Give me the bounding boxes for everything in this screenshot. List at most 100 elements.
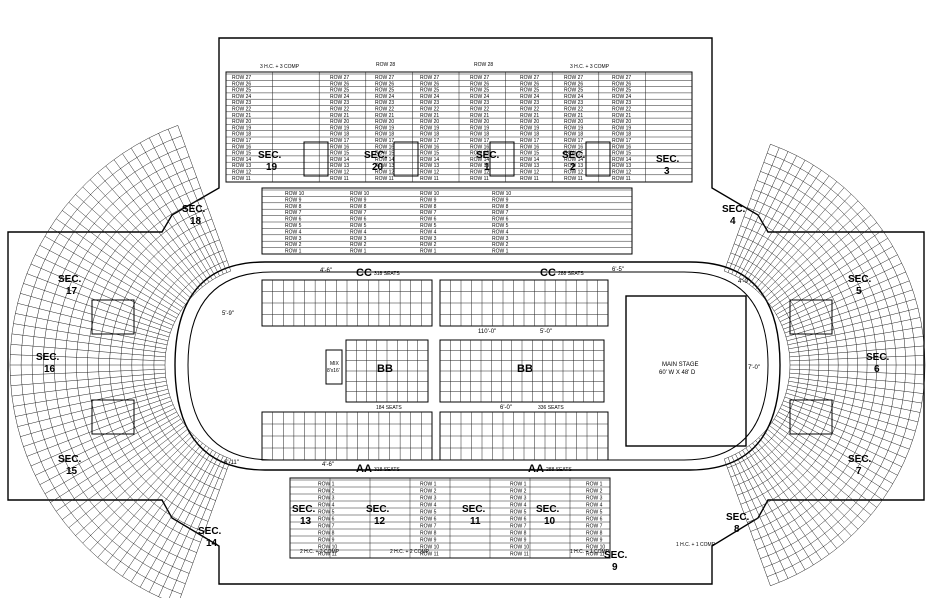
row-label: ROW 7 (420, 524, 437, 530)
row-label: ROW 2 (586, 489, 603, 495)
section-16[interactable]: SEC.16 (36, 352, 60, 375)
row-label: ROW 16 (564, 144, 583, 150)
row-label: ROW 10 (586, 545, 605, 551)
row-label: ROW 8 (350, 204, 367, 210)
row-label: ROW 22 (520, 107, 539, 113)
section-9[interactable]: SEC.9 (604, 550, 628, 573)
row-label: ROW 4 (285, 229, 302, 235)
section-14[interactable]: SEC.14 (198, 526, 222, 549)
row-label: ROW 13 (232, 163, 251, 169)
row-label: ROW 5 (510, 510, 527, 516)
row-label: ROW 12 (564, 170, 583, 176)
section-8[interactable]: SEC.8 (726, 512, 750, 535)
dim-6-0: 6'-0" (500, 405, 512, 411)
section-prefix: SEC. (58, 454, 82, 465)
row-label: ROW 1 (318, 482, 335, 488)
section-prefix: SEC. (722, 204, 746, 215)
floor-block-aa-right[interactable] (439, 411, 609, 461)
row-label: ROW 12 (612, 170, 631, 176)
section-7[interactable]: SEC.7 (848, 454, 872, 477)
row-label: ROW 11 (420, 552, 439, 558)
hc-note-left: 3 H.C. + 3 COMP (260, 64, 300, 70)
row-label: ROW 9 (285, 197, 302, 203)
row-label: ROW 9 (420, 538, 437, 544)
floor-block-cc-left[interactable] (261, 279, 433, 327)
section-number: 15 (66, 466, 78, 477)
row-label: ROW 22 (564, 107, 583, 113)
floor-block-bb-right[interactable] (439, 339, 605, 403)
row-label: ROW 16 (520, 144, 539, 150)
section-number: 20 (372, 162, 384, 173)
section-prefix: SEC. (364, 150, 388, 161)
floor-block-bb-left[interactable] (345, 339, 429, 403)
row-label: ROW 23 (470, 100, 489, 106)
section-19[interactable]: SEC.19 (258, 150, 282, 173)
row-label: ROW 13 (564, 163, 583, 169)
section-prefix: SEC. (182, 204, 206, 215)
row-label: ROW 19 (420, 125, 439, 131)
row-label: ROW 12 (232, 170, 251, 176)
section-prefix: SEC. (462, 504, 486, 515)
row-label: ROW 7 (492, 210, 509, 216)
seats-cc-left: 318 SEATS (374, 271, 400, 277)
row-label: ROW 27 (232, 75, 251, 81)
row-label: ROW 17 (564, 138, 583, 144)
floor-block-cc-right[interactable] (439, 279, 609, 327)
section-15[interactable]: SEC.15 (58, 454, 82, 477)
row-label: ROW 19 (612, 125, 631, 131)
row-label: ROW 26 (375, 81, 394, 87)
row-label: ROW 23 (420, 100, 439, 106)
section-10[interactable]: SEC.10 (536, 504, 560, 527)
row-label: ROW 10 (318, 545, 337, 551)
row-label: ROW 5 (285, 223, 302, 229)
row-label: ROW 21 (470, 113, 489, 119)
row-label: ROW 27 (520, 75, 539, 81)
row-label: ROW 9 (492, 197, 509, 203)
section-6[interactable]: SEC.6 (866, 352, 890, 375)
section-2[interactable]: SEC.2 (562, 150, 586, 173)
row-label: ROW 8 (586, 531, 603, 537)
section-5[interactable]: SEC.5 (848, 274, 872, 297)
main-stage[interactable]: MAIN STAGE 60' W X 48' D (625, 295, 747, 447)
hc-note-bottom-3: 1 H.C. + 1 COMP (570, 549, 610, 555)
hc-note-bottom-4: 1 H.C. + 1 COMP (676, 542, 716, 548)
section-number: 6 (874, 364, 880, 375)
row-label: ROW 20 (375, 119, 394, 125)
dim-5-0: 5'-0" (540, 329, 552, 335)
arena-floor-inner (187, 271, 769, 461)
row-label: ROW 10 (510, 545, 529, 551)
section-number: 13 (300, 516, 312, 527)
section-prefix: SEC. (604, 550, 628, 561)
section-3[interactable]: SEC.3 (656, 154, 680, 177)
section-1[interactable]: SEC.1 (476, 150, 500, 173)
section-20[interactable]: SEC.20 (364, 150, 388, 173)
row-label: ROW 12 (470, 170, 489, 176)
label-aa-right: AA (528, 463, 544, 475)
section-13[interactable]: SEC.13 (292, 504, 316, 527)
row-label: ROW 7 (285, 210, 302, 216)
row-label: ROW 1 (420, 482, 437, 488)
section-12[interactable]: SEC.12 (366, 504, 390, 527)
section-11[interactable]: SEC.11 (462, 504, 486, 527)
section-prefix: SEC. (656, 154, 680, 165)
section-17[interactable]: SEC.17 (58, 274, 82, 297)
seats-bb-right: 336 SEATS (538, 405, 564, 411)
row-label: ROW 25 (420, 88, 439, 94)
row-label: ROW 17 (612, 138, 631, 144)
floor-block-aa-left[interactable] (261, 411, 433, 461)
row-label: ROW 12 (330, 170, 349, 176)
section-number: 7 (856, 466, 862, 477)
row-label: ROW 20 (520, 119, 539, 125)
row-label: ROW 22 (330, 107, 349, 113)
row-label: ROW 9 (586, 538, 603, 544)
row-label: ROW 6 (586, 517, 603, 523)
row-label: ROW 25 (330, 88, 349, 94)
section-4[interactable]: SEC.4 (722, 204, 746, 227)
row-label: ROW 4 (420, 229, 437, 235)
row-label: ROW 11 (470, 176, 489, 182)
row-label: ROW 11 (232, 176, 251, 182)
section-18[interactable]: SEC.18 (182, 204, 206, 227)
label-bb-right: BB (517, 363, 533, 375)
